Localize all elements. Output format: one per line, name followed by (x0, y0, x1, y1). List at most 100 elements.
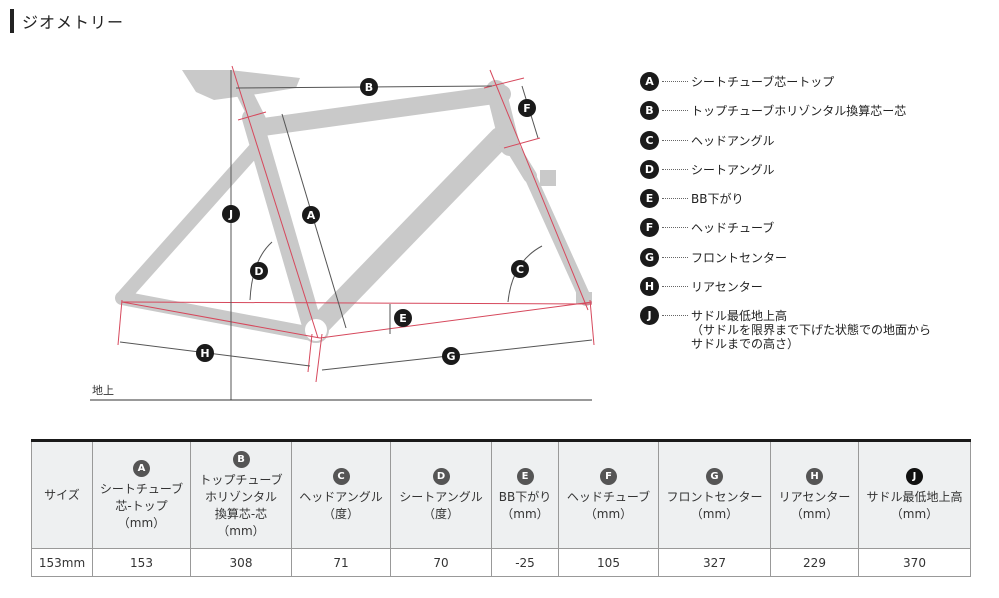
geometry-table: サイズ A シートチューブ 芯-トップ （mm） B トップチューブ ホリゾンタル … (31, 439, 971, 577)
header-badge: F (600, 468, 617, 485)
legend-leader (662, 286, 688, 288)
seat-tube (242, 108, 324, 342)
header-badge: A (133, 459, 150, 477)
header-a: A シートチューブ 芯-トップ （mm） (92, 439, 191, 549)
badge-j-text: J (228, 208, 233, 221)
legend-label: トップチューブホリゾンタル換算芯ー芯 (691, 104, 907, 119)
fork-lower (524, 170, 592, 306)
cell-c: 71 (291, 548, 391, 577)
header-label: サドル最低地上高 （mm） (866, 490, 963, 521)
legend-label: フロントセンター (691, 250, 788, 265)
seat-tube-axis (231, 65, 319, 339)
badge-h (196, 344, 214, 362)
ground-label: 地上 (92, 384, 114, 397)
dim-h (119, 341, 311, 367)
badge-b (360, 78, 378, 96)
header-badge: E (516, 468, 534, 485)
header-label: ヘッドアングル （度） (299, 490, 383, 521)
legend-label: ヘッドチューブ (691, 221, 775, 236)
header-label: フロントセンター （mm） (666, 490, 763, 521)
chainstay-axis (121, 301, 321, 339)
legend-badge: A (640, 72, 659, 91)
badge-d-text: D (254, 265, 263, 278)
header-label: リアセンター （mm） (778, 490, 851, 521)
legend-leader (662, 168, 688, 170)
head-bottom-tick (503, 137, 541, 149)
seat-stay (117, 141, 263, 303)
legend-leader (662, 110, 688, 112)
legend-leader (662, 315, 688, 317)
legend-badge: F (640, 218, 659, 238)
dimension-badges: B F J A D C E H G (196, 78, 536, 365)
legend-badge: H (640, 277, 659, 297)
legend-item-a: A シートチューブ芯ートップ (640, 72, 980, 101)
front-dropout (576, 292, 592, 304)
chain-stay (115, 291, 319, 341)
header-label: トップチューブ ホリゾンタル 換算芯-芯 （mm） (199, 473, 283, 538)
bb-offset-line (319, 301, 593, 339)
legend-badge: B (640, 101, 659, 121)
badge-h-text: H (200, 347, 209, 360)
header-badge: B (232, 451, 250, 468)
legend-label: シートチューブ芯ートップ (691, 75, 835, 89)
legend-item-g: G フロントセンター (640, 247, 980, 277)
header-b: B トップチューブ ホリゾンタル 換算芯-芯 （mm） (190, 439, 292, 549)
header-j: J サドル最低地上高 （mm） (858, 439, 971, 549)
badge-a (302, 206, 320, 224)
legend-item-b: B トップチューブホリゾンタル換算芯ー芯 (640, 101, 980, 130)
head-tube-axis (489, 69, 589, 311)
legend-item-f: F ヘッドチューブ (640, 218, 980, 247)
down-tube (303, 127, 511, 341)
table-row: 153mm 153 308 71 70 -25 105 327 229 370 (31, 548, 971, 577)
legend-leader (662, 139, 688, 141)
header-badge: C (332, 468, 350, 485)
bb-ground-line (121, 301, 593, 305)
header-f: F ヘッドチューブ （mm） (558, 439, 659, 549)
cell-a: 153 (92, 548, 191, 577)
header-badge: D (432, 468, 450, 485)
cell-d: 70 (390, 548, 492, 577)
legend-badge: C (640, 130, 659, 150)
cell-f: 105 (558, 548, 659, 577)
section-title: ジオメトリー (22, 13, 125, 32)
cell-e: -25 (491, 548, 559, 577)
size-header: サイズ (31, 439, 93, 549)
legend-leader (662, 227, 688, 229)
badge-e (394, 309, 412, 327)
badge-e-text: E (399, 312, 407, 325)
bottom-bracket (303, 317, 329, 343)
header-label: シートアングル （度） (399, 490, 483, 521)
legend-badge: G (640, 247, 659, 267)
badge-g-text: G (446, 350, 455, 363)
stem-collar (540, 170, 556, 186)
legend-badge: E (640, 189, 659, 209)
section-header-bar (10, 9, 14, 33)
top-tube (247, 85, 511, 137)
header-badge: J (906, 468, 923, 485)
cell-h: 229 (770, 548, 859, 577)
badge-f-text: F (523, 102, 531, 115)
fork-upper (501, 133, 537, 183)
cell-j: 370 (858, 548, 971, 577)
header-label: ヘッドチューブ （mm） (566, 490, 651, 521)
cell-b: 308 (190, 548, 292, 577)
frame-silhouette (115, 70, 592, 343)
header-label: シートチューブ 芯-トップ （mm） (99, 481, 184, 530)
badge-b-text: B (365, 81, 373, 94)
rear-axle-mark (117, 299, 123, 346)
badge-f (518, 99, 536, 117)
legend-label: シートアングル (691, 162, 775, 177)
geometry-diagram: B F J A D C E H G 地上 (90, 65, 595, 401)
table-header-row: サイズ A シートチューブ 芯-トップ （mm） B トップチューブ ホリゾンタル … (31, 439, 971, 549)
front-axle-mark (589, 299, 595, 346)
badge-j (222, 205, 240, 223)
badge-d (250, 262, 268, 280)
